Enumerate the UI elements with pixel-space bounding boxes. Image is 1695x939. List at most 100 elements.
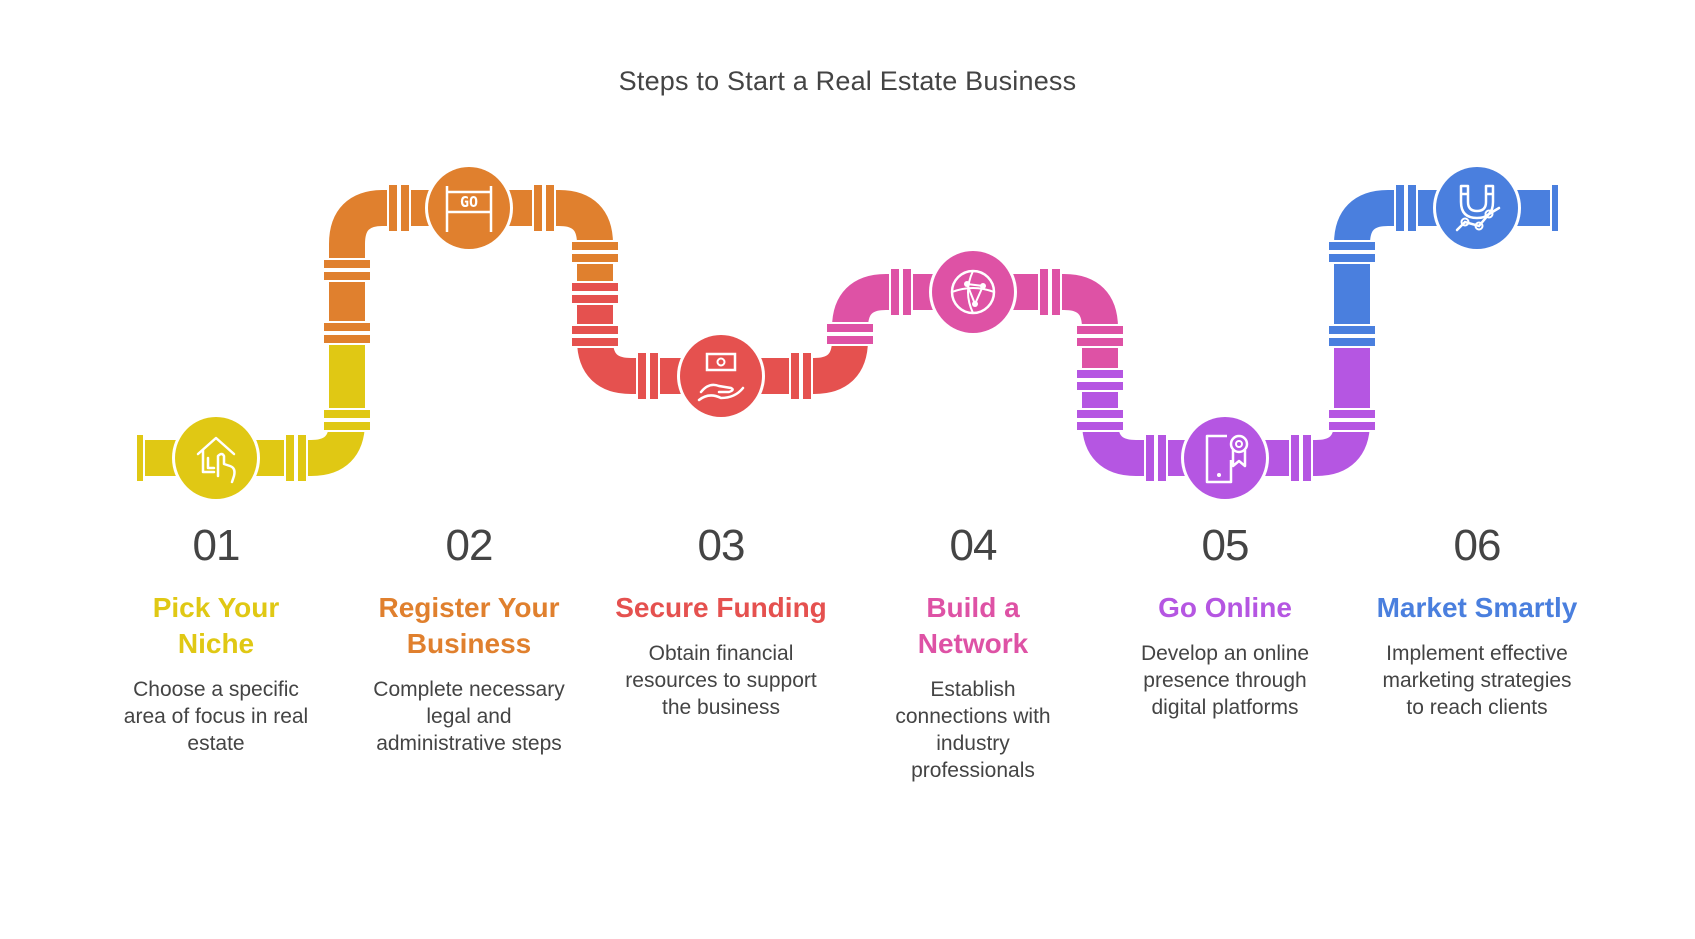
coupling-ring: [399, 183, 411, 233]
coupling-ring: [1327, 420, 1377, 432]
coupling-ring: [1327, 336, 1377, 348]
step-description-line: presence through: [1143, 669, 1307, 692]
pipe-coupling: [889, 267, 913, 317]
step-heading-line: Secure Funding: [615, 592, 827, 623]
coupling-ring: [322, 420, 372, 432]
node-circle: [175, 417, 257, 499]
step-description-line: estate: [187, 732, 245, 755]
coupling-ring: [296, 433, 308, 483]
coupling-ring: [1301, 433, 1313, 483]
coupling-ring: [570, 281, 620, 293]
step-description: Choose a specific area of focus in real es…: [101, 676, 331, 757]
step-heading-line: Market Smartly: [1376, 592, 1578, 623]
pipe-coupling: [570, 240, 620, 264]
coupling-ring: [1075, 368, 1125, 380]
step-description-line: Establish: [930, 678, 1016, 701]
step-description: Establish connections with industry profess…: [858, 676, 1088, 784]
coupling-ring: [322, 408, 372, 420]
coupling-ring: [284, 433, 296, 483]
coupling-ring: [1038, 267, 1050, 317]
coupling-ring: [532, 183, 544, 233]
step-description-line: industry: [936, 732, 1010, 755]
pipe-coupling: [322, 321, 372, 345]
step-number: 04: [949, 521, 998, 570]
coupling-ring: [1394, 183, 1406, 233]
step-heading-line: Niche: [177, 628, 255, 659]
step-number: 03: [697, 521, 746, 570]
magnet-chart-icon: [1455, 184, 1501, 232]
coupling-ring: [648, 351, 660, 401]
step-node-01: [172, 414, 260, 502]
node-circle: [428, 167, 510, 249]
coupling-ring: [570, 252, 620, 264]
step-description-line: Complete necessary: [373, 678, 565, 701]
step-description-line: area of focus in real: [123, 705, 309, 728]
coupling-ring: [1075, 336, 1125, 348]
pipe-end-cap: [135, 433, 145, 483]
node-circle: [1184, 417, 1266, 499]
node-circle: [680, 335, 762, 417]
coupling-ring: [570, 336, 620, 348]
node-circle: [1436, 167, 1518, 249]
money-hand-icon: [697, 352, 745, 402]
coupling-ring: [789, 351, 801, 401]
coupling-ring: [322, 321, 372, 333]
step-description-line: professionals: [911, 759, 1035, 782]
globe-network-icon: [950, 269, 996, 315]
diagram-title: Steps to Start a Real Estate Business: [618, 66, 1077, 96]
coupling-ring: [1075, 324, 1125, 336]
step-node-04: [929, 248, 1017, 336]
pipe-coupling: [387, 183, 411, 233]
phone-award-icon: [1205, 434, 1249, 484]
node-circle: [932, 251, 1014, 333]
pipe-coupling: [1289, 433, 1313, 483]
step-description-line: connections with: [895, 705, 1051, 728]
pipe-coupling: [789, 351, 813, 401]
coupling-ring: [1327, 240, 1377, 252]
coupling-ring: [570, 240, 620, 252]
step-description-line: resources to support: [625, 669, 817, 692]
step-description-line: Implement effective: [1386, 642, 1568, 665]
pipe-coupling: [1394, 183, 1418, 233]
step-description-line: digital platforms: [1151, 696, 1299, 719]
step-node-06: [1433, 164, 1521, 252]
pipe-end-cap: [1550, 183, 1560, 233]
coupling-ring: [636, 351, 648, 401]
coupling-ring: [1327, 252, 1377, 264]
coupling-ring: [1075, 380, 1125, 392]
step-node-02: GO: [425, 164, 513, 252]
pipe-coupling: [1075, 368, 1125, 392]
step-description: Complete necessary legal and administrativ…: [354, 676, 584, 757]
coupling-ring: [1289, 433, 1301, 483]
step-description-line: administrative steps: [376, 732, 562, 755]
step-description-line: Obtain financial: [648, 642, 794, 665]
coupling-ring: [322, 258, 372, 270]
pipe-coupling: [1327, 240, 1377, 264]
coupling-ring: [801, 351, 813, 401]
coupling-ring: [825, 322, 875, 334]
step-heading-line: Pick Your: [152, 592, 280, 623]
coupling-ring: [1327, 324, 1377, 336]
coupling-ring: [1050, 267, 1062, 317]
step-heading-line: Go Online: [1158, 592, 1292, 623]
coupling-ring: [1075, 408, 1125, 420]
step-description-line: Choose a specific: [133, 678, 299, 701]
coupling-ring: [1406, 183, 1418, 233]
step-number: 01: [192, 521, 241, 570]
pipe-coupling: [322, 408, 372, 432]
pipe-coupling: [322, 258, 372, 282]
step-description-line: Develop an online: [1140, 642, 1310, 665]
pipe-coupling: [1075, 408, 1125, 432]
coupling-ring: [387, 183, 399, 233]
step-description-line: legal and: [426, 705, 512, 728]
step-number: 02: [445, 521, 494, 570]
pipe-coupling: [825, 322, 875, 346]
step-heading: Go Online: [1110, 590, 1340, 626]
step-description-line: the business: [662, 696, 780, 719]
step-heading-line: Network: [917, 628, 1029, 659]
